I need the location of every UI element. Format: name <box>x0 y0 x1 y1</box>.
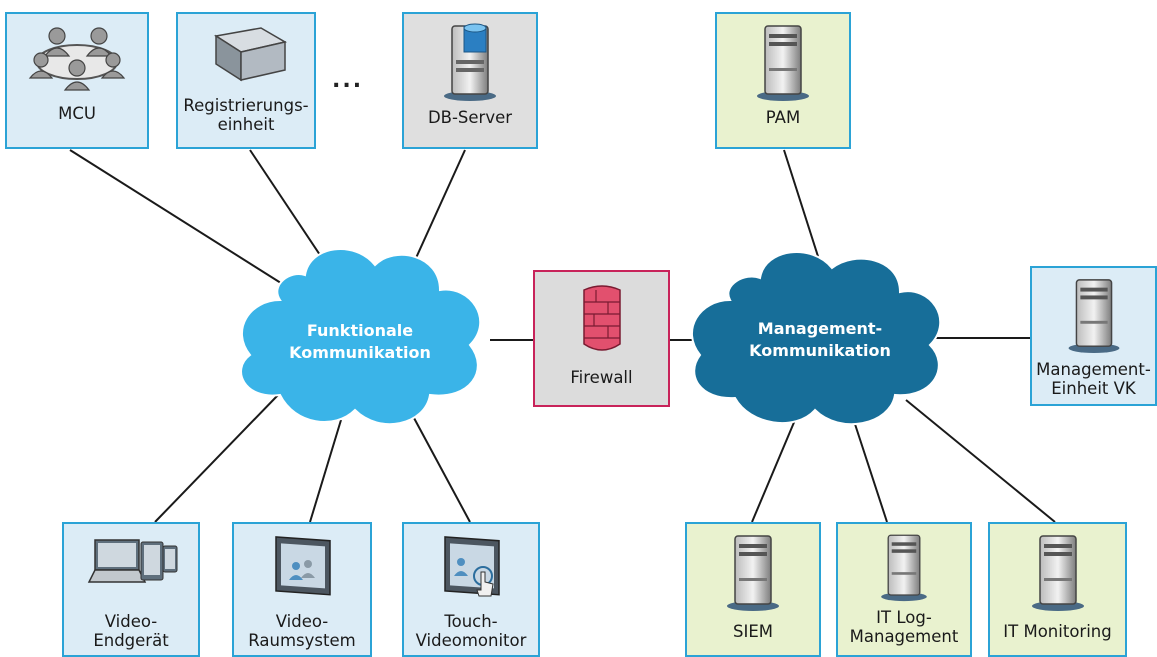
connector-line <box>69 149 293 291</box>
node-label: Touch- Videomonitor <box>415 612 527 650</box>
node-label: MCU <box>58 104 96 123</box>
management-cloud-shape <box>690 251 942 426</box>
server-icon <box>1064 268 1124 360</box>
laptop-tablet-icon <box>83 524 179 612</box>
node-mcu[interactable]: MCU <box>5 12 149 149</box>
server-icon <box>753 14 813 108</box>
database-server-icon <box>440 14 500 108</box>
node-siem[interactable]: SIEM <box>685 522 821 657</box>
users-group-icon <box>27 14 127 104</box>
server-icon <box>723 524 783 622</box>
node-firewall[interactable]: Firewall <box>533 270 670 407</box>
connector-line <box>905 399 1056 523</box>
node-it-monitoring[interactable]: IT Monitoring <box>988 522 1127 657</box>
node-label: Video- Endgerät <box>93 612 169 650</box>
node-management-unit-vk[interactable]: Management- Einheit VK <box>1030 266 1157 406</box>
connector-line <box>783 149 824 273</box>
server-icon <box>1028 524 1088 622</box>
box-appliance-icon <box>201 14 291 96</box>
node-label: Management- Einheit VK <box>1036 360 1151 398</box>
connector-line <box>415 149 466 259</box>
node-label: Registrierungs- einheit <box>183 96 309 134</box>
connector-lines <box>69 149 1056 523</box>
more-nodes-ellipsis: ... <box>332 68 364 93</box>
connector-line <box>751 419 796 523</box>
node-label: PAM <box>765 108 801 127</box>
node-touch-video-monitor[interactable]: Touch- Videomonitor <box>402 522 540 657</box>
node-db-server[interactable]: DB-Server <box>402 12 538 149</box>
node-pam[interactable]: PAM <box>715 12 851 149</box>
display-icon <box>262 524 342 612</box>
node-video-endpoint[interactable]: Video- Endgerät <box>62 522 200 657</box>
connector-line <box>413 417 471 523</box>
connector-line <box>309 419 342 523</box>
firewall-icon <box>580 272 624 368</box>
node-label: SIEM <box>732 622 773 641</box>
node-label: Firewall <box>570 368 633 387</box>
node-label: DB-Server <box>427 108 513 127</box>
functional-communication-label: Funktionale Kommunikation <box>289 321 431 362</box>
connector-line <box>154 394 279 523</box>
node-video-room-system[interactable]: Video- Raumsystem <box>232 522 372 657</box>
connector-line <box>852 417 888 523</box>
node-label: IT Monitoring <box>1003 622 1112 641</box>
server-icon <box>874 524 934 608</box>
touch-display-icon <box>431 524 511 612</box>
node-label: Video- Raumsystem <box>248 612 356 650</box>
node-registration-unit[interactable]: Registrierungs- einheit <box>176 12 316 149</box>
management-communication-label: Management- Kommunikation <box>749 319 891 360</box>
node-it-log-management[interactable]: IT Log- Management <box>836 522 972 657</box>
node-label: IT Log- Management <box>849 608 959 646</box>
functional-cloud-shape <box>240 248 482 426</box>
